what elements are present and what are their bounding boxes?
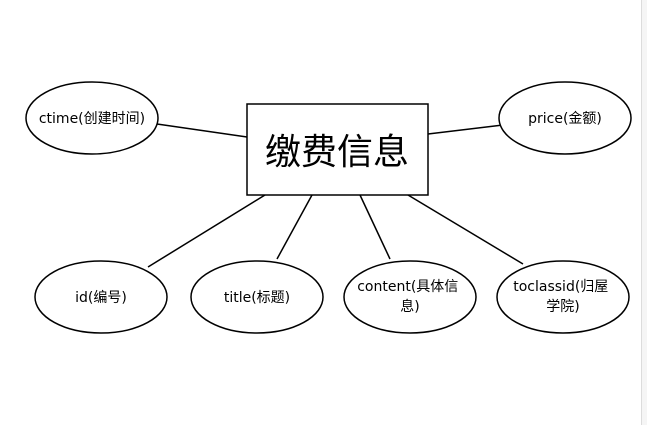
connector-price — [427, 124, 504, 135]
entity-label: 缴费信息 — [265, 132, 409, 173]
attribute-title[interactable] — [190, 260, 324, 334]
connector-content — [359, 194, 391, 260]
attribute-toclassid-label-line-1: toclassid(归屋 — [513, 278, 608, 295]
attribute-title-label: title(标题) — [224, 290, 290, 306]
attribute-toclassid[interactable] — [496, 260, 630, 334]
attribute-content-label-line-1: content(具体信 — [357, 279, 458, 295]
attribute-toclassid-label-line-2: 学院) — [546, 299, 579, 315]
attribute-content-label: content(具体信 息) — [357, 279, 463, 315]
connector-title — [276, 194, 313, 260]
connector-toclassid — [407, 194, 524, 265]
attribute-content-label-line-2: 息) — [400, 298, 419, 315]
canvas-edge — [641, 0, 647, 425]
connector-ctime — [156, 123, 248, 138]
connector-id — [147, 194, 266, 268]
attribute-price-label: price(金额) — [528, 111, 602, 127]
attribute-ctime-label: ctime(创建时间) — [39, 111, 145, 127]
attribute-ctime[interactable] — [25, 81, 159, 155]
entity-box[interactable] — [246, 103, 429, 196]
attribute-content[interactable] — [343, 260, 477, 334]
attribute-id-label: id(编号) — [75, 290, 127, 306]
attribute-price[interactable] — [498, 81, 632, 155]
attribute-id[interactable] — [34, 260, 168, 334]
attribute-toclassid-label: toclassid(归屋 学院) — [513, 278, 613, 315]
